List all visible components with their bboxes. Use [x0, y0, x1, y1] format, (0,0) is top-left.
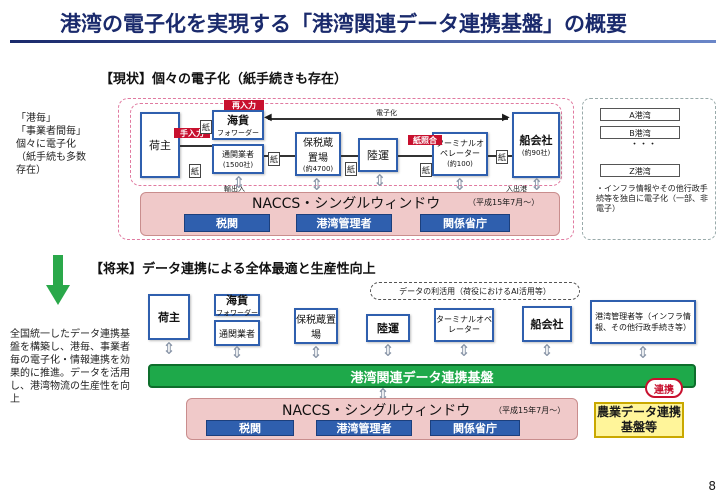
updown-arrow-icon: ⇕	[636, 343, 650, 362]
updown-arrow-icon: ⇕	[309, 343, 323, 362]
future-agency-customs: 税関	[206, 420, 294, 436]
future-port-admin: 港湾管理者等（インフラ情報、その他行政手続き等）	[590, 300, 696, 344]
data-use-label: データの利活用（荷役におけるAI活用等）	[370, 282, 580, 300]
forwarder-label: 海貨	[227, 114, 249, 127]
reentry-tag: 再入力	[224, 100, 264, 110]
updown-arrow-icon: ⇕	[457, 341, 471, 360]
current-region	[118, 98, 574, 240]
future-forwarder: 海貨 フォワーダー	[214, 294, 260, 317]
current-shipping-company: 船会社 (約90社)	[512, 112, 560, 178]
future-heading: 【将来】データ連携による全体最適と生産性向上	[90, 262, 376, 277]
title-underline	[10, 40, 716, 43]
electronic-label: 電子化	[376, 109, 397, 117]
current-heading: 【現状】個々の電子化（紙手続きも存在）	[100, 72, 348, 87]
paper-icon: 紙	[496, 150, 508, 164]
future-naccs-title: NACCS・シングルウィンドウ	[282, 403, 471, 419]
future-shipping-company: 船会社	[522, 306, 572, 342]
future-warehouse: 保税蔵置場	[294, 308, 338, 344]
forwarder-sub: フォワーダー	[216, 309, 258, 317]
updown-arrow-icon: ⇕	[373, 171, 387, 190]
future-left-note: 全国統一したデータ連携基盤を構築し、港毎、事業者毎の電子化・情報連携を効果的に推…	[10, 329, 130, 405]
current-naccs-year: （平成15年7月～）	[468, 198, 540, 207]
shipping-company-count: (約90社)	[521, 149, 551, 157]
export-import-label: 輸出入	[224, 185, 245, 193]
note-line: 個々に電子化	[16, 139, 76, 150]
warehouse-label: 保税蔵置場	[303, 138, 333, 164]
data-platform-bar: 港湾関連データ連携基盤	[148, 364, 696, 388]
current-shipper: 荷主	[140, 112, 180, 178]
future-agency-ministries: 関係省庁	[430, 420, 520, 436]
note-line: 「事業者間毎」	[16, 126, 86, 137]
current-naccs-title: NACCS・シングルウィンドウ	[252, 196, 441, 212]
paper-icon: 紙	[420, 163, 432, 177]
current-forwarder: 海貨 フォワーダー	[212, 110, 264, 140]
forwarder-label: 海貨	[226, 294, 248, 307]
future-agency-port-admin: 港湾管理者	[316, 420, 412, 436]
customs-broker-label: 通関業者	[222, 149, 254, 159]
current-agency-ministries: 関係省庁	[420, 214, 510, 232]
future-terminal-operator: ターミナルオペレーター	[434, 308, 494, 342]
paper-icon: 紙	[189, 164, 201, 178]
paper-icon: 紙	[268, 152, 280, 166]
current-terminal-operator: ターミナルオペレーター (約100)	[432, 132, 488, 176]
forwarder-sub: フォワーダー	[217, 129, 259, 137]
current-warehouse: 保税蔵置場 (約4700)	[295, 132, 341, 176]
electronic-arrow-line	[268, 118, 508, 120]
shipping-company-label: 船会社	[519, 134, 553, 147]
port-entry-label: 入出港	[506, 185, 527, 193]
note-line: 「港毎」	[16, 113, 56, 124]
future-shipper: 荷主	[148, 294, 190, 340]
transition-arrow-icon	[46, 255, 70, 305]
terminal-operator-label: ターミナルオペレーター	[436, 139, 484, 158]
updown-arrow-icon: ⇕	[230, 343, 244, 362]
manual-input-tag: 手入力	[174, 128, 210, 138]
updown-arrow-icon: ⇕	[530, 175, 544, 194]
future-customs-broker: 通関業者	[214, 320, 260, 346]
flow-line	[398, 155, 432, 157]
current-actors-region	[130, 103, 562, 186]
port-b: B港湾	[600, 126, 680, 139]
port-a: A港湾	[600, 108, 680, 121]
note-line: 存在）	[16, 165, 46, 176]
arrow-left-head: ◀	[264, 112, 272, 123]
current-left-note: 「港毎」 「事業者間毎」 個々に電子化 （紙手続も多数 存在）	[16, 112, 116, 177]
current-land-transport: 陸運	[358, 138, 398, 172]
page-number: 8	[708, 479, 716, 493]
updown-arrow-icon: ⇕	[310, 175, 324, 194]
updown-arrow-icon: ⇕	[232, 173, 246, 192]
updown-arrow-icon: ⇕	[453, 175, 467, 194]
ports-note: ・インフラ情報やその他行政手続等を独自に電子化（一部、非電子）	[596, 184, 708, 213]
updown-arrow-icon: ⇕	[540, 341, 554, 360]
warehouse-count: (約4700)	[302, 165, 334, 173]
updown-arrow-icon: ⇕	[162, 339, 176, 358]
current-agency-port-admin: 港湾管理者	[296, 214, 392, 232]
current-agency-customs: 税関	[184, 214, 270, 232]
future-land-transport: 陸運	[366, 314, 410, 342]
future-naccs-year: （平成15年7月～）	[494, 406, 566, 415]
paper-icon: 紙	[345, 162, 357, 176]
page-title: 港湾の電子化を実現する「港湾関連データ連携基盤」の概要	[60, 12, 627, 36]
terminal-operator-count: (約100)	[447, 160, 473, 168]
paper-icon: 紙	[200, 120, 212, 134]
note-line: （紙手続も多数	[16, 152, 86, 163]
ports-dots: ・・・	[630, 140, 658, 150]
arrow-right-head: ▶	[502, 112, 510, 123]
updown-arrow-icon: ⇕	[381, 341, 395, 360]
port-z: Z港湾	[600, 164, 680, 177]
customs-broker-count: (1500社)	[222, 160, 254, 169]
linkage-badge: 連携	[645, 378, 683, 398]
flow-line	[180, 145, 212, 147]
agri-data-platform: 農業データ連携基盤等	[594, 402, 684, 438]
flow-line	[341, 155, 358, 157]
current-customs-broker: 通関業者 (1500社)	[212, 144, 264, 174]
ports-region	[582, 98, 716, 240]
paper-check-tag: 紙照合	[408, 135, 442, 145]
